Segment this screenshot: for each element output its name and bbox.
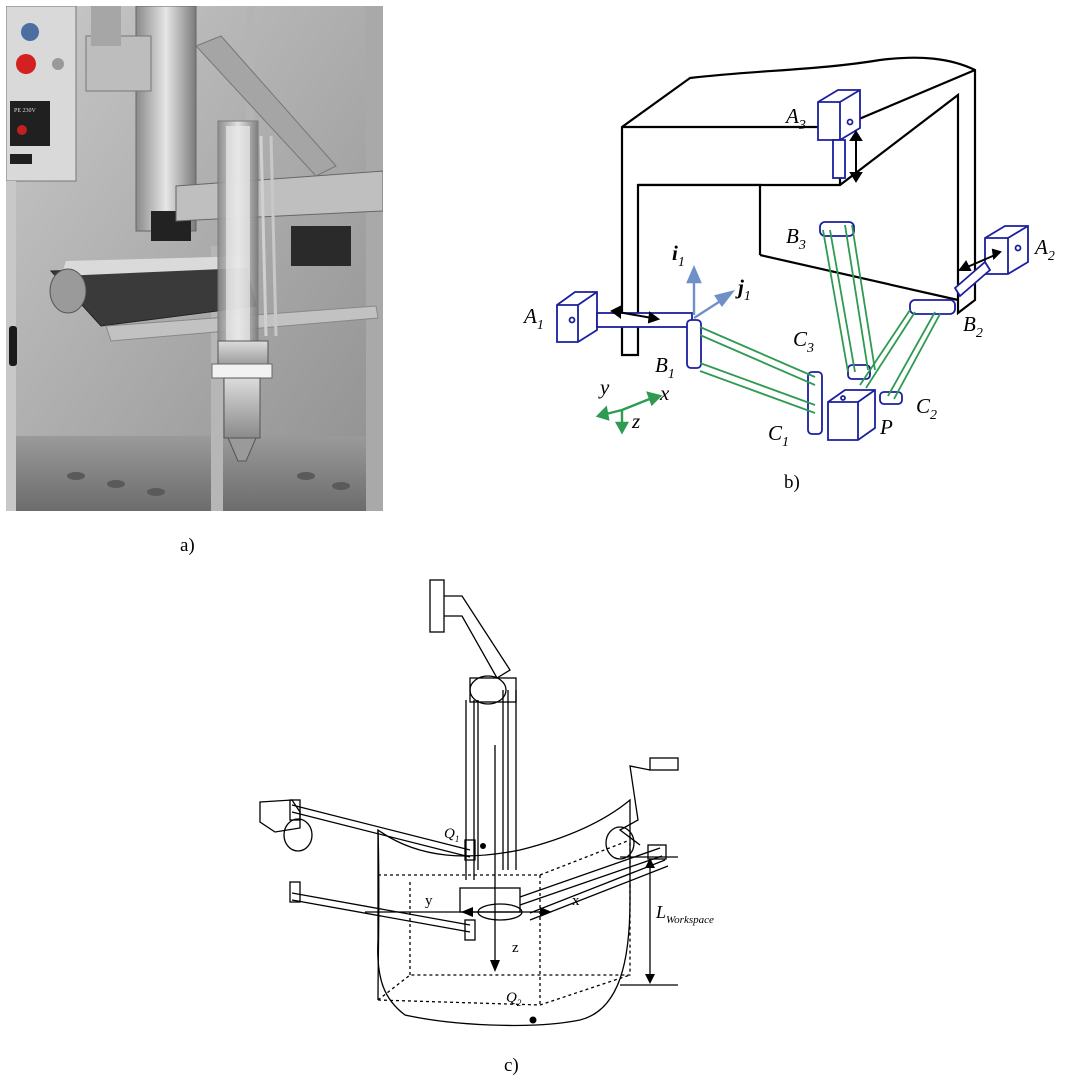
actuator-a2 [984, 225, 1029, 275]
point-q2 [529, 1016, 537, 1024]
label-b3: B3 [786, 224, 806, 253]
label-y: y [425, 893, 433, 909]
photo-panel: PE 230V [5, 5, 384, 511]
label-b2: B2 [963, 312, 983, 341]
label-q1: Q1 [444, 826, 459, 844]
label-j1: j1 [735, 275, 751, 304]
label-q2: Q2 [506, 990, 522, 1008]
label-z: z [512, 940, 519, 956]
label-c3: C3 [793, 327, 814, 356]
delta-schematic: A3 A2 A1 B3 B2 B1 C3 C2 C1 P i1 j1 y x z [522, 56, 1055, 450]
actuator-a1 [556, 291, 598, 343]
label-a3: A3 [784, 104, 806, 133]
panel-label: PE 230V [14, 108, 37, 114]
label-b1: B1 [655, 353, 675, 382]
workspace-drawing: Q1 Q2 y x z LWorkspace [259, 579, 714, 1027]
label-a2: A2 [1033, 235, 1055, 264]
label-l-workspace: LWorkspace [655, 902, 714, 926]
caption-a: a) [180, 535, 195, 556]
vector-j1 [693, 298, 723, 320]
robot-photo: PE 230V [5, 5, 384, 511]
platform [827, 389, 876, 441]
label-c1: C1 [768, 421, 789, 450]
axes-triad [595, 391, 663, 435]
caption-c: c) [504, 1055, 519, 1076]
point-q1 [480, 843, 486, 849]
schematic-panel: A3 A2 A1 B3 B2 B1 C3 C2 C1 P i1 j1 y x z [500, 40, 1060, 500]
parallel-links [699, 224, 941, 414]
actuator-a3 [817, 89, 861, 141]
frame-outline [620, 56, 977, 357]
label-axis-x: x [659, 381, 670, 405]
label-axis-z: z [631, 409, 640, 433]
label-c2: C2 [916, 394, 937, 423]
label-a1: A1 [522, 304, 544, 333]
label-i1: i1 [672, 241, 685, 270]
workspace-panel: Q1 Q2 y x z LWorkspace [250, 570, 750, 1040]
label-axis-y: y [598, 375, 610, 399]
label-platform: P [879, 415, 893, 439]
caption-b: b) [784, 472, 800, 493]
label-x: x [572, 893, 580, 909]
